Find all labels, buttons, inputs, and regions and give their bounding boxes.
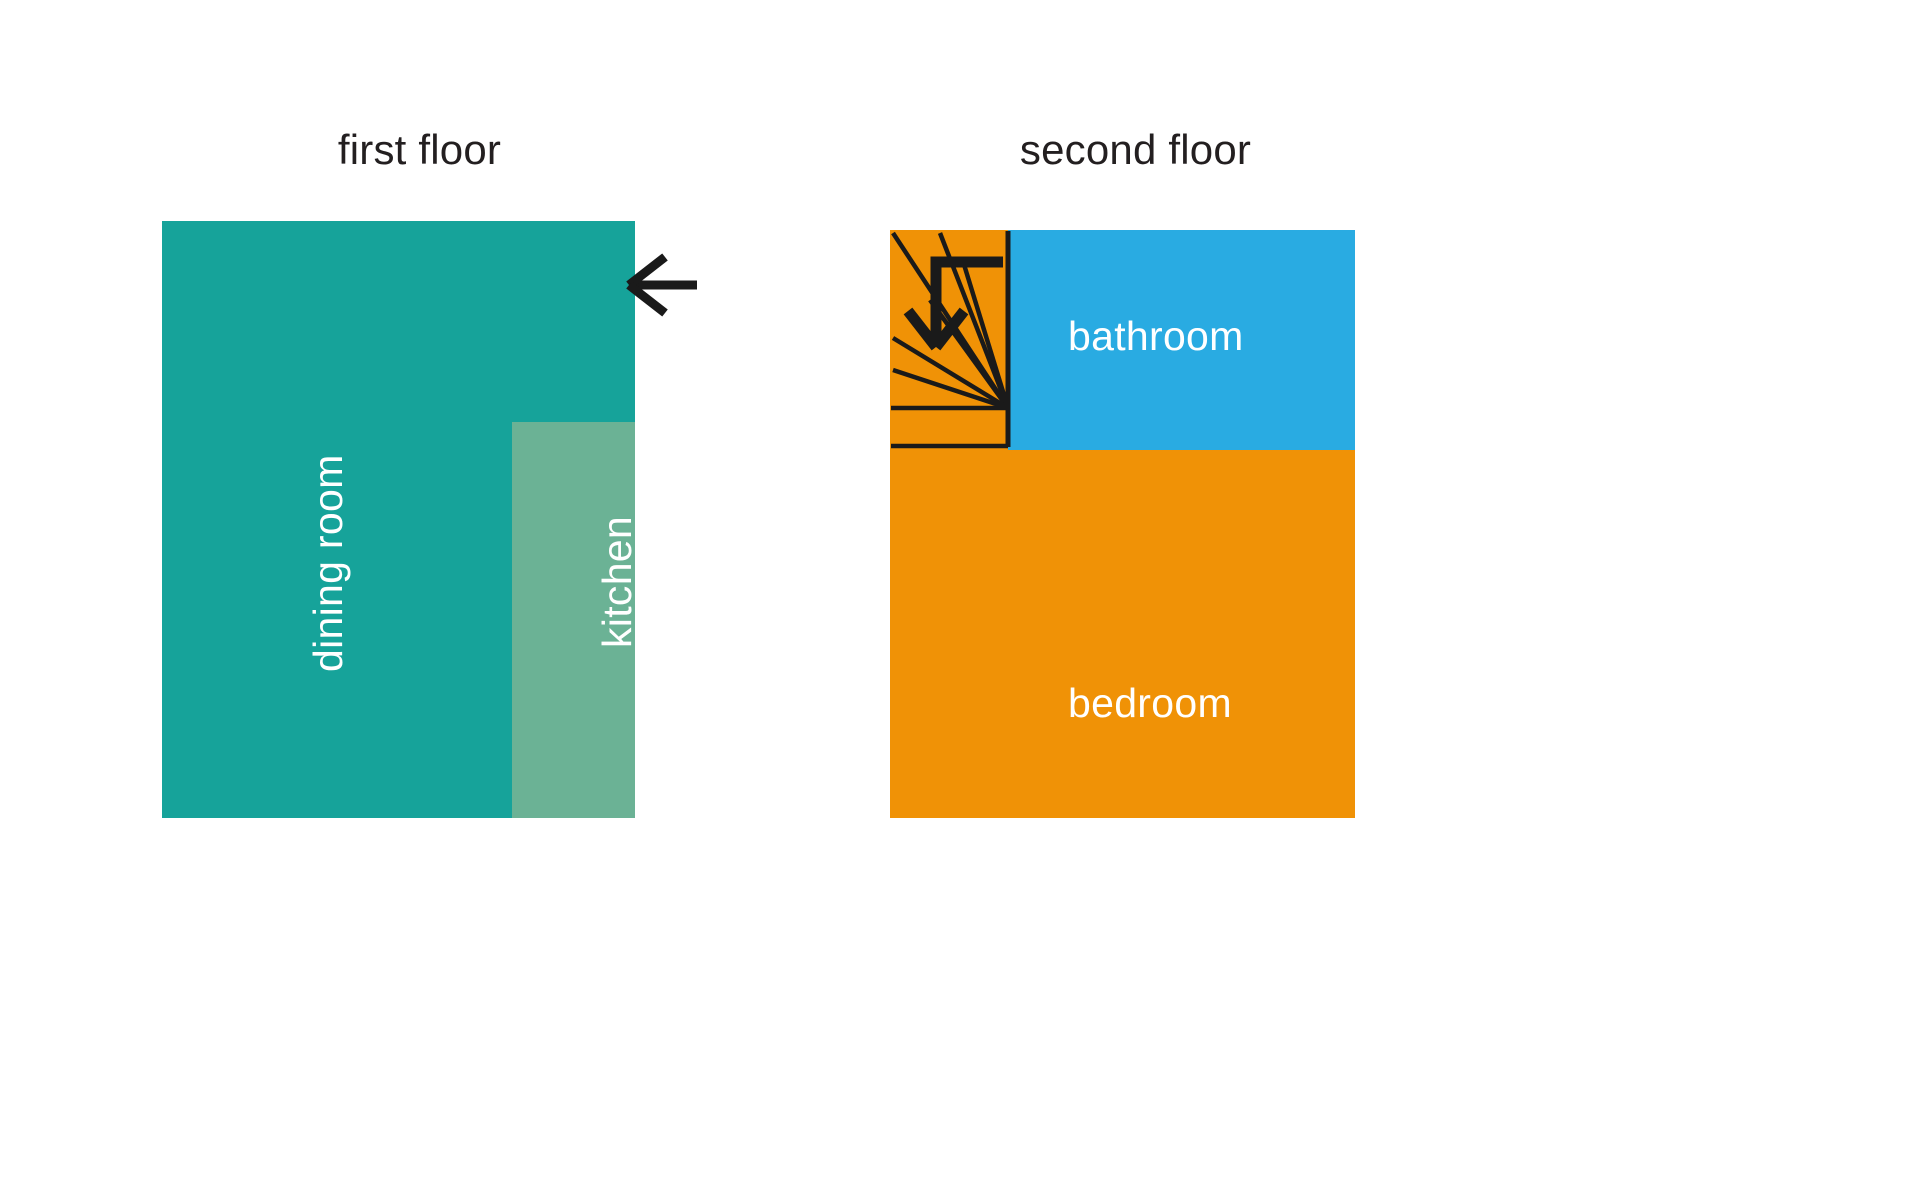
room-bathroom: [1008, 230, 1355, 450]
first-floor-plan: first floor dining room kitchen: [162, 126, 697, 818]
second-floor-title: second floor: [1019, 126, 1252, 173]
room-label-bathroom: bathroom: [1068, 313, 1244, 359]
room-kitchen: [512, 422, 635, 818]
room-label-bedroom: bedroom: [1068, 680, 1232, 726]
first-floor-title: first floor: [337, 126, 502, 173]
